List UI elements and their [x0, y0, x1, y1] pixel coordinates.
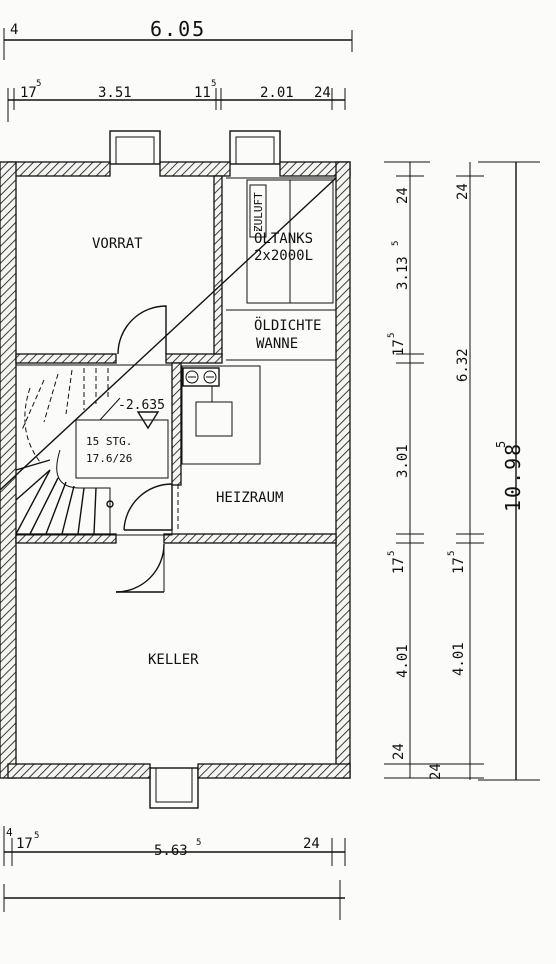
- oil-tank-area: ZULUFT: [226, 177, 336, 361]
- room-oeltanks-line2: 2x2000L: [254, 248, 313, 264]
- dim-right-total-sup: 5: [494, 441, 508, 448]
- room-oeltanks-line1: ÖLTANKS: [254, 229, 313, 247]
- dim-right-inner-5-sup: 5: [387, 551, 397, 556]
- dim-right-total: 10.98: [501, 442, 525, 512]
- dim-top-seg4: 2.01: [260, 85, 294, 101]
- room-labels: VORRAT ÖLTANKS 2x2000L ÖLDICHTE WANNE HE…: [92, 229, 321, 668]
- dim-top-seg3: 11: [194, 85, 211, 101]
- dim-right-inner-7: 24: [391, 743, 407, 760]
- dim-right-mid-3: 17: [451, 557, 467, 574]
- stair-steps-line1: 15 STG.: [86, 435, 132, 448]
- room-keller: KELLER: [148, 652, 199, 668]
- top-dimensions: 4 6.05 17 5 3.51 11 5 2.01 24: [3, 17, 353, 122]
- dim-right-inner-2-sup: 5: [391, 241, 401, 246]
- dim-bottom-seg1-sup: 5: [34, 831, 39, 841]
- staircase: -2.635 15 STG. 17.6/26: [15, 364, 173, 536]
- stair-level: -2.635: [118, 398, 165, 413]
- dim-right-inner-5: 17: [391, 557, 407, 574]
- bottom-dimensions: 4 17 5 5.63 5 24: [3, 826, 346, 920]
- room-vorrat: VORRAT: [92, 236, 143, 252]
- dim-top-seg3-sup: 5: [211, 79, 216, 89]
- dim-top-seg2: 3.51: [98, 85, 132, 101]
- dim-right-inner-4: 3.01: [395, 444, 411, 478]
- dim-top-lead: 4: [10, 22, 18, 38]
- dim-right-inner-1: 24: [395, 187, 411, 204]
- dim-right-mid-3-sup: 5: [447, 551, 457, 556]
- dim-top-total: 6.05: [150, 17, 206, 41]
- right-dimensions: 24 3.13 5 17 5 3.01 17 5 4.01 24 24 6.32…: [384, 161, 540, 781]
- room-oeldichte-line1: ÖLDICHTE: [254, 316, 321, 334]
- dim-bottom-lead: 4: [6, 826, 13, 839]
- dim-top-seg1: 17: [20, 85, 37, 101]
- doors: [115, 305, 179, 593]
- dim-right-inner-3: 17: [391, 339, 407, 356]
- dim-bottom-seg2-sup: 5: [196, 838, 201, 848]
- dim-right-mid-1: 24: [455, 183, 471, 200]
- stair-steps-line2: 17.6/26: [86, 452, 132, 465]
- room-heizraum: HEIZRAUM: [216, 490, 283, 506]
- dim-bottom-seg1: 17: [16, 836, 33, 852]
- walls: [0, 161, 351, 779]
- dim-bottom-seg2: 5.63: [154, 843, 188, 859]
- dim-right-inner-3-sup: 5: [387, 333, 397, 338]
- dim-top-seg5: 24: [314, 85, 331, 101]
- dim-right-mid-5: 24: [428, 763, 444, 780]
- section-diagonal: [0, 177, 337, 491]
- dim-bottom-seg3: 24: [303, 836, 320, 852]
- heating-equipment: [181, 365, 261, 465]
- dim-right-mid-4: 4.01: [451, 642, 467, 676]
- dim-top-seg1-sup: 5: [36, 79, 41, 89]
- room-oeldichte-line2: WANNE: [256, 336, 298, 352]
- dim-right-inner-2: 3.13: [395, 256, 411, 290]
- dim-right-inner-6: 4.01: [395, 644, 411, 678]
- light-wells: [109, 130, 281, 809]
- dim-right-mid-2: 6.32: [455, 348, 471, 382]
- label-zuluft: ZULUFT: [252, 192, 265, 232]
